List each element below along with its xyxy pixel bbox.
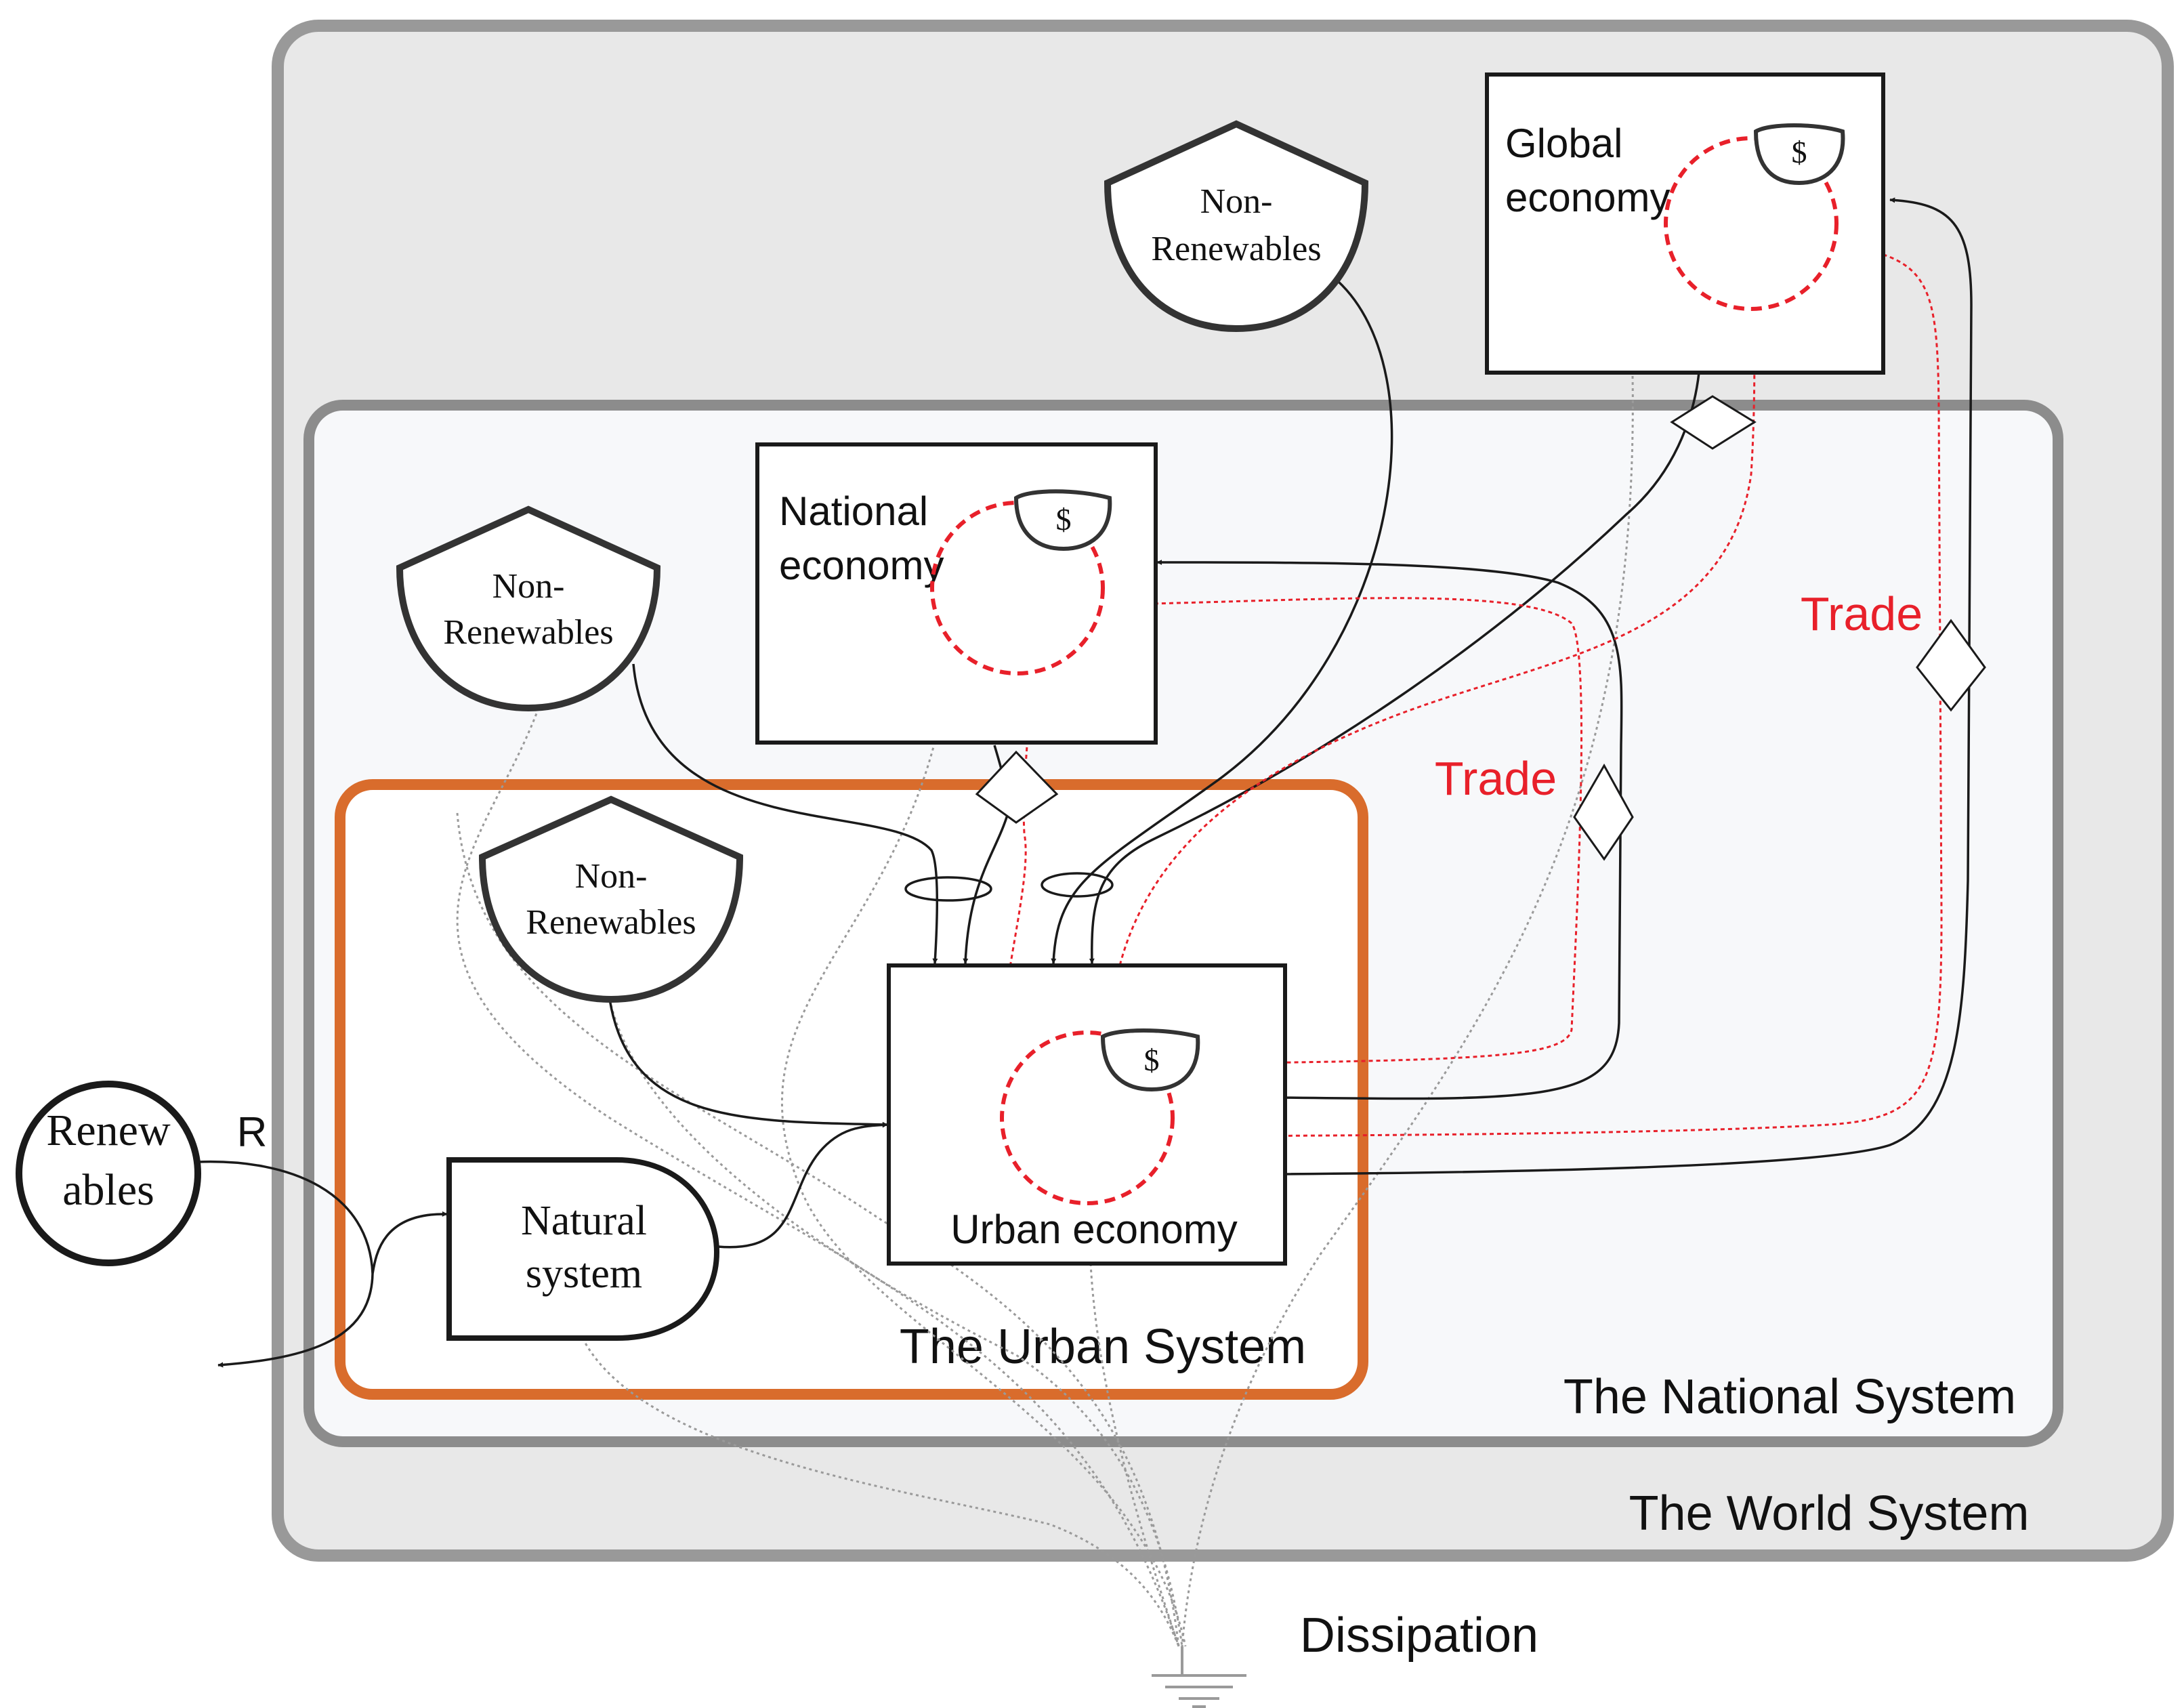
renewable-outflow-line — [217, 1273, 374, 1368]
dissipation-path — [608, 999, 1183, 1647]
national-system-label: The National System — [1563, 1370, 2016, 1424]
urban-nonrenewables-source: Non- Renewables — [478, 795, 744, 1003]
renewables-label-line1: Renew — [46, 1106, 171, 1155]
natural-system-shape — [446, 1157, 720, 1341]
urban-money-tank — [1100, 1028, 1200, 1092]
world-system-label: The World System — [1629, 1486, 2030, 1541]
global-economy-box — [1485, 72, 1885, 375]
national-nonrenewables-tank — [396, 505, 661, 712]
urban-economy: $ Urban economy — [887, 963, 1287, 1266]
urban-to-global-trade-line — [1110, 312, 1757, 1017]
urban-economy-label: Urban economy — [950, 1207, 1238, 1252]
global-money-loop — [1664, 136, 1839, 311]
world-nonrenewables-to-urban-line — [1051, 280, 1393, 964]
national-trade-diamond — [1573, 763, 1634, 861]
natural-system-label-line1: Natural — [521, 1198, 647, 1244]
national-transaction-diamond — [975, 750, 1059, 824]
urban-economy-box — [887, 963, 1287, 1266]
national-economy: National economy $ — [755, 442, 1158, 745]
heat-sink-icon — [1152, 1646, 1246, 1708]
global-transaction-diamond — [1670, 395, 1757, 450]
dissipation-path — [1181, 375, 1634, 1647]
urban-nonrenewables-tank — [478, 795, 744, 1003]
urban-to-national-line — [1156, 560, 1623, 1100]
renewables-label-line2: ables — [62, 1165, 154, 1215]
natural-system-label-line2: system — [526, 1251, 642, 1297]
dissipation-path — [456, 812, 1180, 1647]
national-trade-label: Trade — [1435, 752, 1557, 805]
national-money-loop — [930, 501, 1105, 675]
national-nonrenewables-to-urban-line — [632, 663, 939, 964]
dissipation-path — [780, 741, 1187, 1647]
renewable-flow-label: R — [237, 1109, 268, 1156]
national-economy-label-line2: economy — [779, 543, 944, 588]
global-money-tank — [1753, 123, 1845, 186]
trade-flows — [998, 244, 1943, 1139]
urban-money-loop — [1000, 1030, 1175, 1205]
national-trade-line — [1101, 597, 1583, 1066]
dissipation-path — [1089, 1263, 1180, 1647]
dissipation-label: Dissipation — [1300, 1608, 1538, 1663]
renewable-flow-line — [197, 1160, 448, 1274]
interaction-diamonds — [975, 395, 1986, 861]
world-nonrenewables-label-line1: Non- — [1200, 182, 1273, 221]
national-economy-label-line1: National — [779, 488, 928, 534]
urban-nonrenewables-label-line2: Renewables — [526, 903, 696, 942]
global-trade-diamond — [1916, 619, 1986, 712]
urban-to-global-line — [1283, 197, 1973, 1175]
global-trade-label: Trade — [1801, 587, 1923, 640]
national-nonrenewables-source: Non- Renewables — [396, 505, 661, 712]
heat-sink: Dissipation — [1152, 1608, 1538, 1708]
national-nonrenewables-label-line2: Renewables — [443, 613, 613, 652]
national-money-symbol: $ — [1056, 502, 1072, 537]
global-money-symbol: $ — [1792, 135, 1807, 169]
global-economy-label-line1: Global — [1505, 121, 1622, 166]
global-to-urban-line — [1089, 372, 1700, 964]
urban-system-label: The Urban System — [900, 1320, 1306, 1374]
global-economy: Global economy $ — [1485, 72, 1885, 375]
feedback-loop — [904, 876, 992, 902]
world-nonrenewables-label-line2: Renewables — [1151, 230, 1321, 268]
feedback-loop — [1041, 872, 1114, 898]
global-trade-line — [1178, 244, 1943, 1139]
natural-to-urban-line — [717, 1122, 888, 1249]
dissipation-path — [581, 1337, 1180, 1647]
renewables-circle — [16, 1081, 201, 1266]
natural-system: Natural system — [446, 1157, 720, 1341]
urban-nonrenewables-label-line1: Non- — [575, 857, 648, 896]
urban-nonrenewables-to-urban-line — [608, 999, 888, 1127]
renewables-source: Renew ables R — [16, 1081, 268, 1266]
energy-flows — [197, 197, 1973, 1368]
national-nonrenewables-label-line1: Non- — [492, 567, 565, 606]
world-nonrenewables-source: Non- Renewables — [1104, 120, 1369, 333]
world-nonrenewables-tank — [1104, 120, 1369, 333]
national-money-tank — [1013, 489, 1112, 551]
dissipation-flows — [456, 375, 1634, 1647]
urban-money-symbol: $ — [1144, 1043, 1160, 1077]
global-economy-label-line2: economy — [1505, 175, 1670, 220]
